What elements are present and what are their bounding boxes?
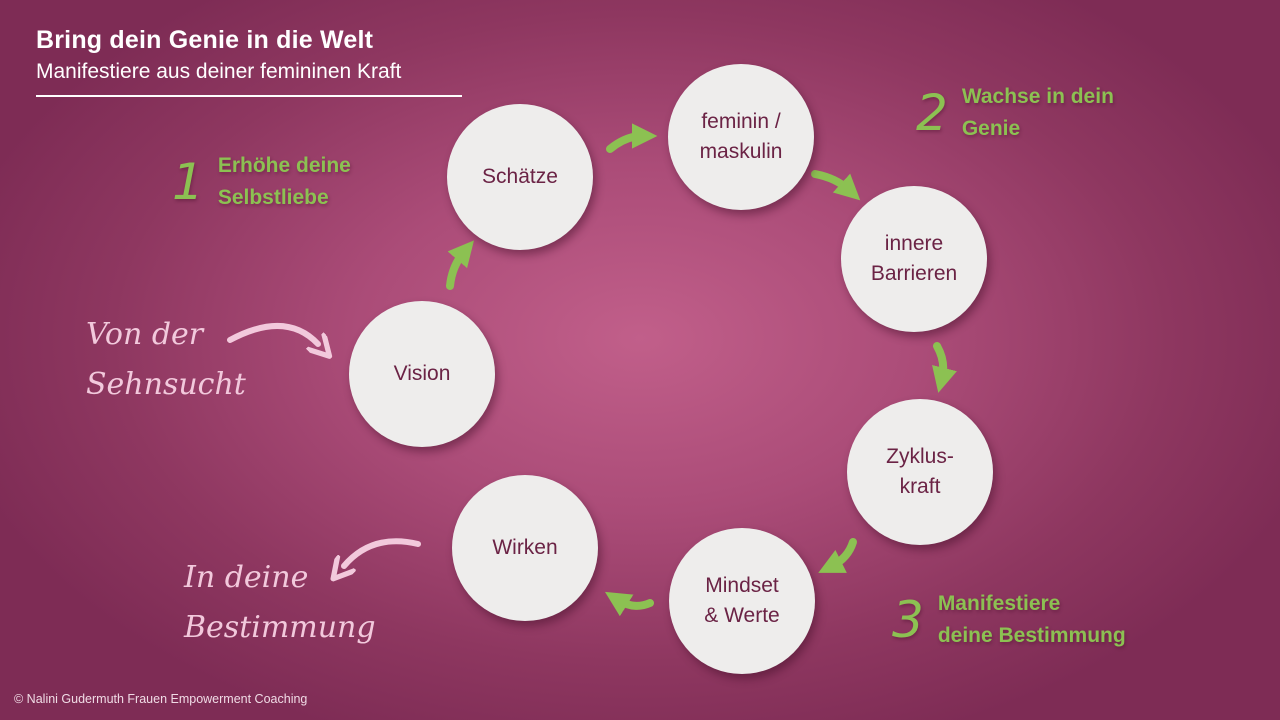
step-number: 2 [916,83,948,142]
page-title: Bring dein Genie in die Welt [36,26,374,54]
arrow-vision-to-schaetze [446,240,474,290]
page-subtitle: Manifestiere aus deiner femininen Kraft [36,60,402,83]
arrow-zyklus-to-mindset [818,538,857,573]
arrow-barrieren-to-zyklus [932,342,957,393]
node-schaetze: Schätze [447,104,593,250]
node-feminin-maskulin: feminin /maskulin [668,64,814,210]
arrow-feminin-to-barrieren [811,170,861,201]
title-underline [36,95,462,97]
arrow-wirken-to-end [344,538,421,566]
node-label: Zyklus-kraft [886,444,954,498]
node-vision: Vision [349,301,495,447]
node-label: Vision [393,361,451,385]
node-zykluskraft: Zyklus-kraft [847,399,993,545]
node-mindset-werte: Mindset& Werte [669,528,815,674]
step-number: 3 [892,590,924,649]
node-label: Mindset& Werte [704,573,780,627]
arrow-mindset-to-wirken [604,591,654,617]
copyright-footer: © Nalini Gudermuth Frauen Empowerment Co… [14,692,308,706]
arrow-start-to-vision [227,322,318,344]
node-label: Wirken [492,535,558,559]
node-label: Schätze [482,164,558,188]
node-wirken: Wirken [452,475,598,621]
node-label: feminin /maskulin [699,109,783,163]
step-number: 1 [172,152,204,211]
arrow-schaetze-to-feminin [606,123,658,153]
